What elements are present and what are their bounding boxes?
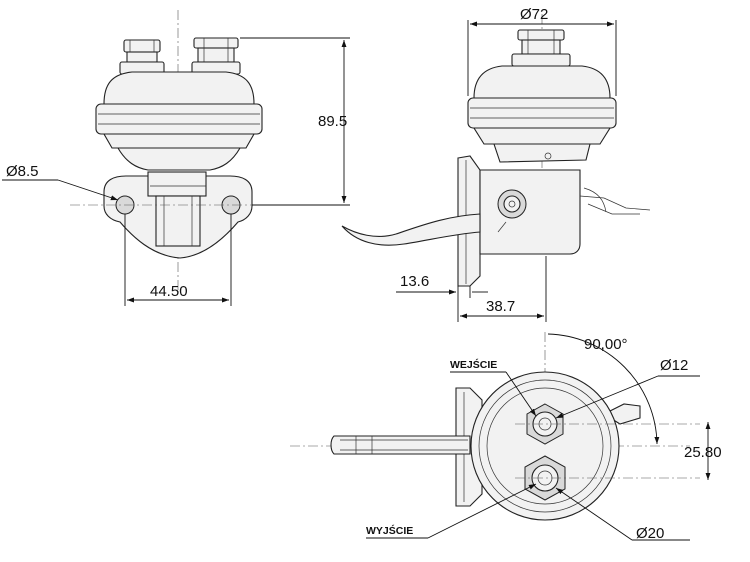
side-view xyxy=(341,14,651,287)
inlet-label: WEJŚCIE xyxy=(450,358,497,371)
front-left-port xyxy=(119,39,165,75)
pump-body-outline xyxy=(470,371,620,521)
front-dimensions: 89.5 Ø8.5 44.50 xyxy=(2,37,350,306)
top-view xyxy=(290,332,700,521)
outlet-label: WYJŚCIE xyxy=(366,524,413,537)
front-right-port xyxy=(191,37,241,75)
offset-small-dimension: 13.6 xyxy=(400,273,429,290)
angle-dimension: 90,00° xyxy=(584,336,628,353)
front-view xyxy=(70,10,320,290)
side-dimensions: Ø72 13.6 38.7 xyxy=(396,6,617,322)
hole-diameter-dimension: Ø8.5 xyxy=(6,163,39,180)
outer-diameter-dimension: Ø72 xyxy=(520,6,548,23)
height-dimension: 89.5 xyxy=(318,113,347,130)
depth-dimension: 38.7 xyxy=(486,298,515,315)
top-dimensions: 90,00° Ø12 25.80 Ø20 WEJŚCIE WYJŚCIE xyxy=(366,333,722,542)
port-spacing-dimension: 25.80 xyxy=(684,444,722,461)
hole-spacing-dimension: 44.50 xyxy=(150,283,188,300)
port-large-diameter-dimension: Ø20 xyxy=(636,525,664,542)
port-small-diameter-dimension: Ø12 xyxy=(660,357,688,374)
